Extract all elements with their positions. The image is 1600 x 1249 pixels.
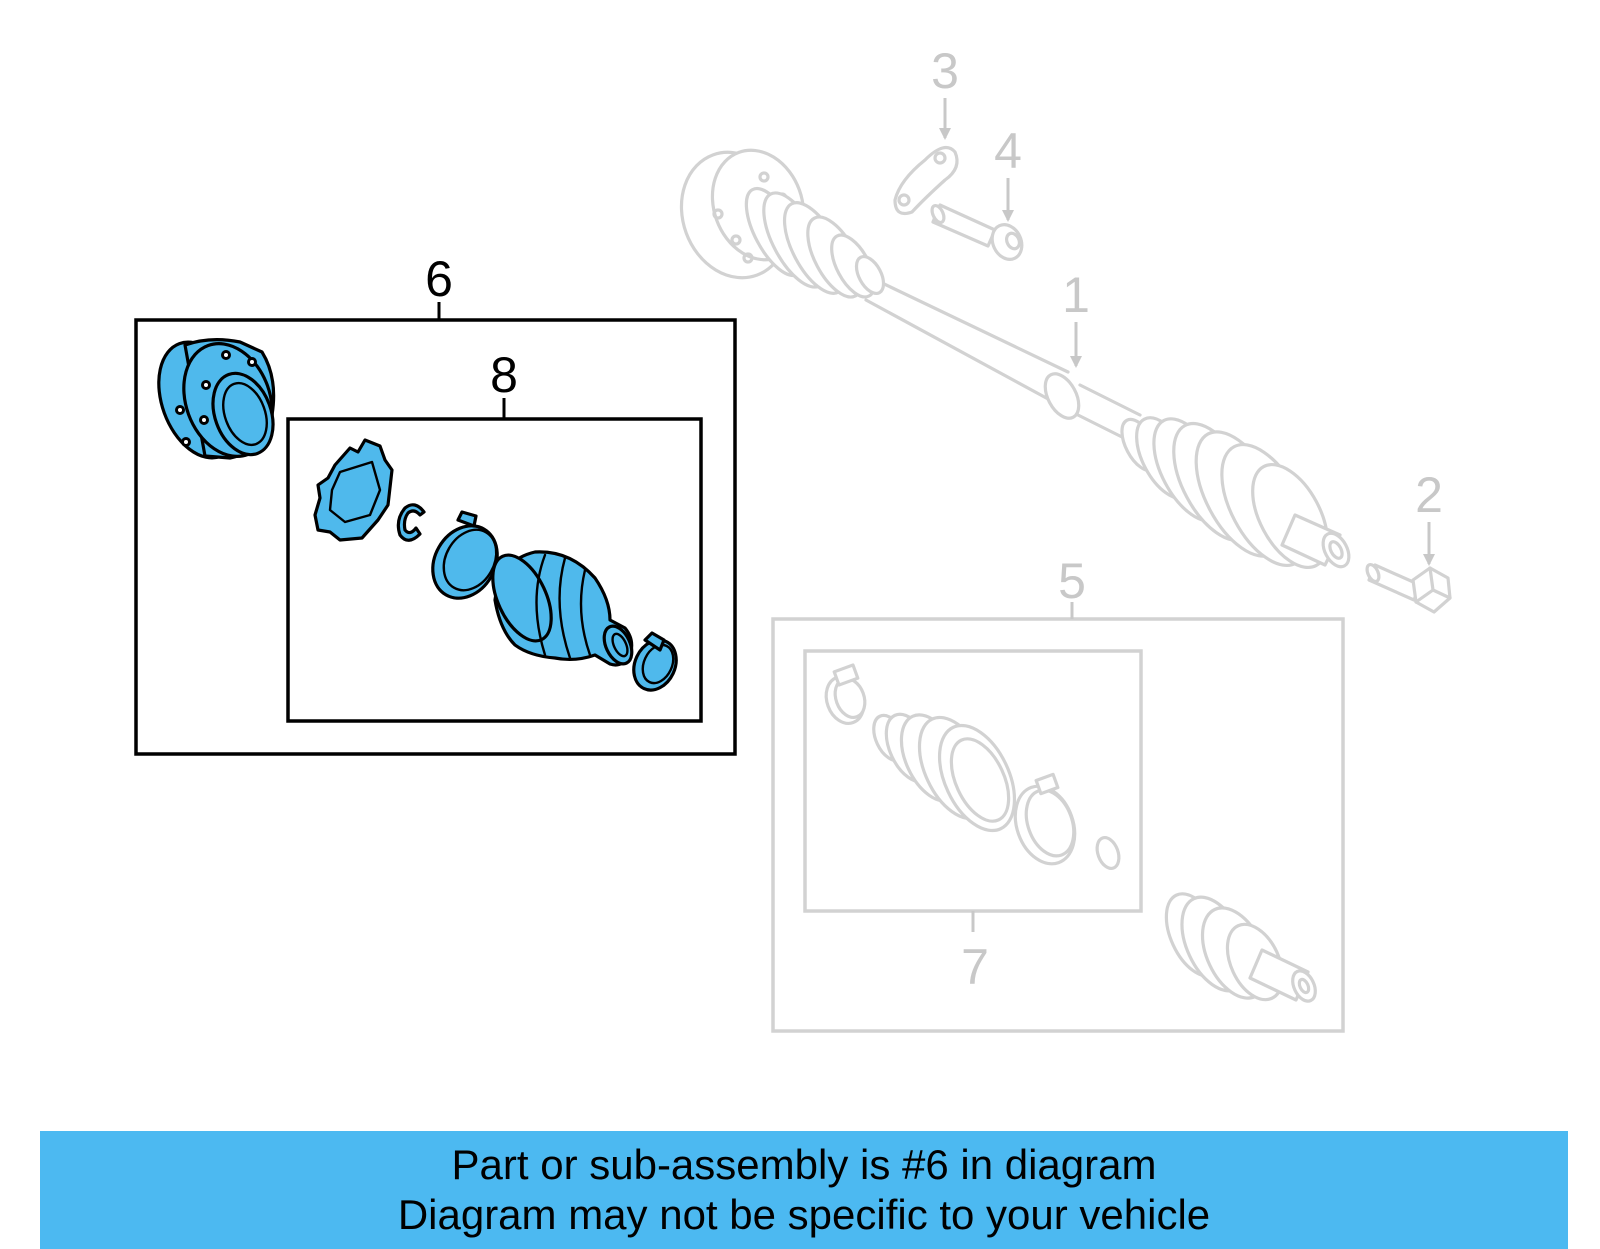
callout-1: 1: [1062, 267, 1090, 323]
callout-7: 7: [961, 939, 989, 995]
cv-boot-icon: [491, 550, 634, 667]
callout-3: 3: [931, 43, 959, 99]
drive-axle-inner-joint-icon: [1120, 416, 1351, 570]
callout-8: 8: [490, 347, 518, 403]
circlip-icon: [396, 503, 426, 542]
bolt-icon: [930, 203, 1024, 261]
boot-clamp-large-icon: [431, 510, 499, 600]
callout-4: 4: [994, 123, 1022, 179]
info-banner: Part or sub-assembly is #6 in diagram Di…: [40, 1131, 1568, 1249]
leader-3-arrow-icon: [939, 128, 951, 140]
snap-ring-icon: [1095, 835, 1121, 871]
banner-line-2: Diagram may not be specific to your vehi…: [397, 1191, 1211, 1238]
leader-4-arrow-icon: [1002, 210, 1014, 222]
boot-clamp-icon: [824, 663, 867, 725]
axle-bolt-icon: [1365, 562, 1452, 614]
wheel-hub-bearing-icon: [157, 338, 276, 460]
cv-boot-icon: [872, 712, 1017, 833]
boot-clamp-small-icon: [632, 631, 678, 692]
inner-joint-kit-box: [134, 318, 737, 756]
drive-axle-assembly: [679, 148, 1351, 570]
callout-2: 2: [1415, 467, 1443, 523]
drive-axle-outer-joint-icon: [679, 148, 886, 299]
callout-5: 5: [1058, 553, 1086, 609]
outer-joint-kit-box: [771, 617, 1345, 1033]
banner-line-1: Part or sub-assembly is #6 in diagram: [451, 1141, 1157, 1188]
outer-boot-kit-parts: [824, 663, 1121, 871]
joint-cover-gasket-icon: [313, 438, 394, 542]
boot-clamp-large-icon: [1013, 772, 1077, 866]
retaining-plate-icon: [893, 145, 959, 216]
leader-2-arrow-icon: [1423, 554, 1435, 566]
outer-cv-joint-icon: [1164, 892, 1317, 1003]
leader-1-arrow-icon: [1070, 356, 1082, 368]
callout-6: 6: [425, 251, 453, 307]
inner-boot-kit-box: [286, 417, 703, 723]
